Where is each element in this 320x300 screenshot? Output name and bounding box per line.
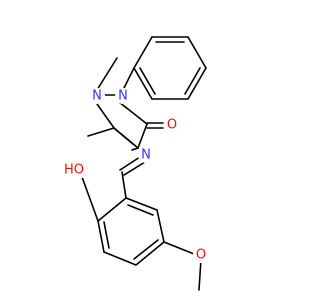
bond-aryl-o-methoxy <box>163 241 195 255</box>
atom-labels: N N N O HO O <box>61 88 209 263</box>
bond-aryl-oh <box>81 176 99 222</box>
bond-aryl-6-inner <box>127 204 154 216</box>
bond-phenyl-5 <box>187 67 207 100</box>
bond-phenyl-n2 <box>122 67 135 91</box>
bond-phenyl-2 <box>133 36 153 69</box>
bond-imine-1 <box>119 156 141 171</box>
atom-label-n2: N <box>118 89 128 104</box>
bond-c5-n1 <box>96 103 115 129</box>
bond-aryl-4-inner <box>133 239 159 260</box>
bond-c3-c4 <box>137 123 148 149</box>
bond-imine-2 <box>123 161 146 176</box>
atom-label-o-carbonyl: O <box>167 118 177 133</box>
bond-aryl-2-inner <box>103 221 110 249</box>
atom-label-n1: N <box>92 89 102 104</box>
bond-aryl-3 <box>103 251 137 266</box>
bond-aryl-5 <box>156 209 165 243</box>
bond-c4-n-imine <box>131 147 139 151</box>
bond-aryl-6 <box>125 197 158 211</box>
bond-ch-aryl <box>121 171 127 199</box>
bond-aryl-4 <box>135 241 165 266</box>
atom-label-o-methoxy: O <box>196 248 206 263</box>
bond-phenyl-3 <box>133 67 153 100</box>
bond-aryl-2 <box>97 220 105 253</box>
molecule-structure: N N N O HO O <box>61 36 209 291</box>
bond-c5-methyl <box>87 127 115 137</box>
atom-label-n-imine: N <box>141 148 151 163</box>
bond-phenyl-6 <box>187 36 207 69</box>
bonds <box>81 36 207 291</box>
bond-n1-methyl <box>96 57 118 91</box>
atom-label-o-hydroxyl: HO <box>64 163 84 178</box>
bond-o-methyl <box>198 258 202 291</box>
bond-c4-c5-inner <box>114 128 134 145</box>
bond-phenyl-5-inner <box>184 67 201 95</box>
bond-phenyl-3-inner <box>139 67 156 95</box>
bond-n2-c3 <box>118 101 148 125</box>
bond-aryl-1 <box>97 197 127 222</box>
